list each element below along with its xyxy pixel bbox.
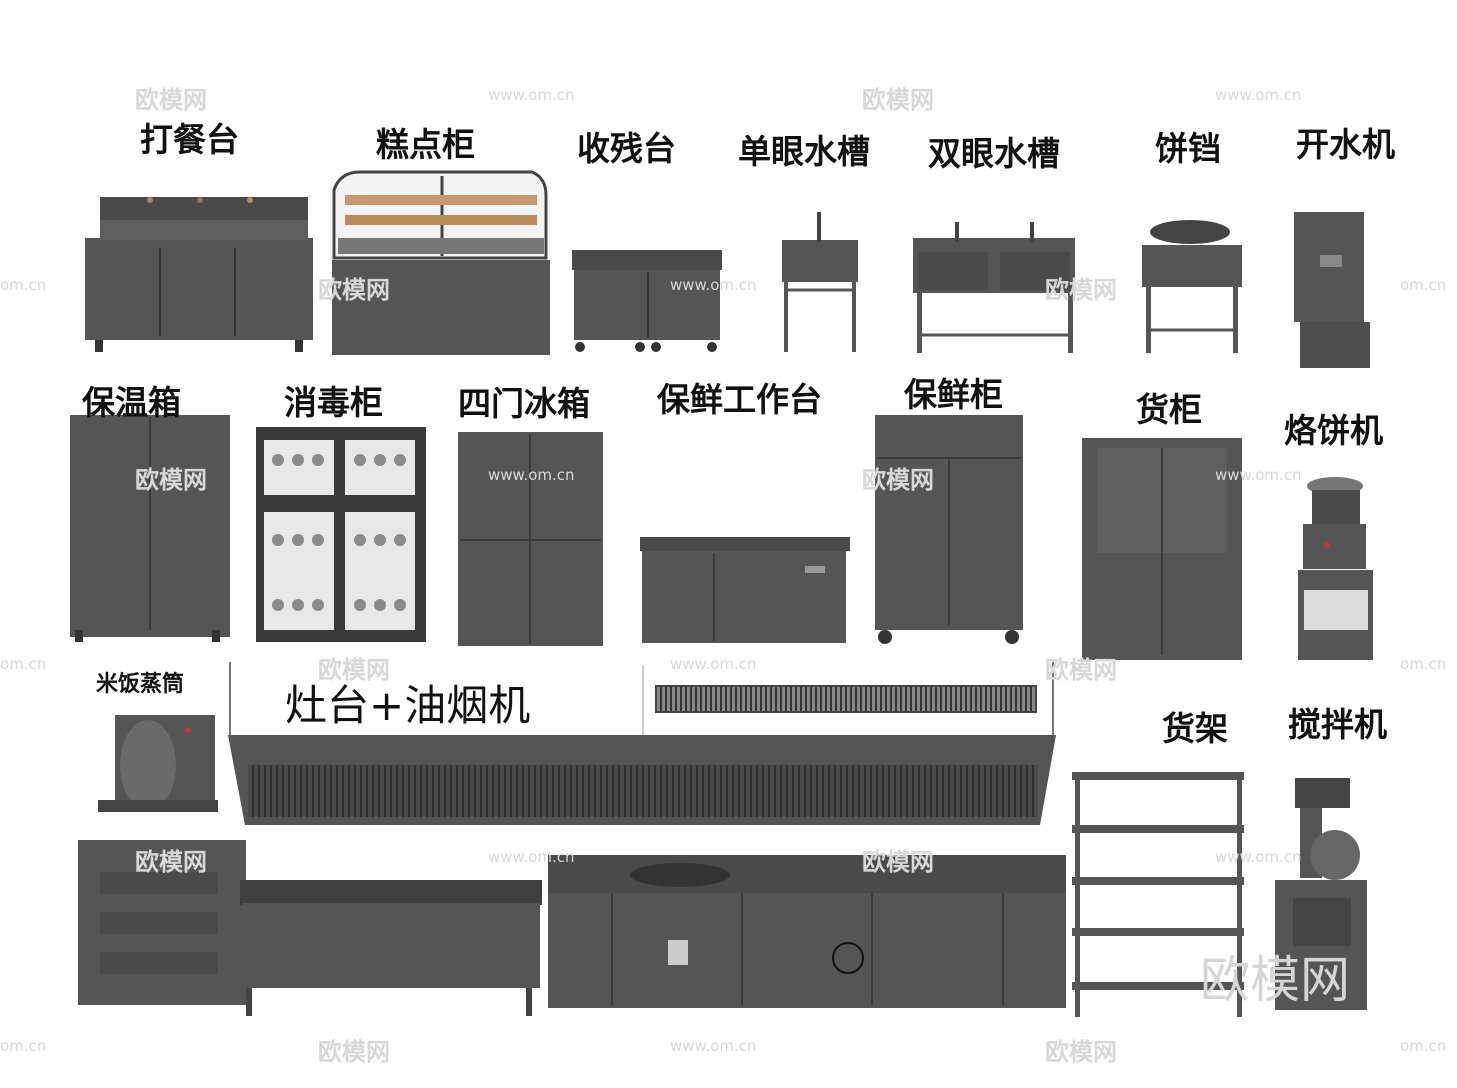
label-warming-cabinet: 保温箱 xyxy=(82,383,181,422)
pastry-cabinet-illustration xyxy=(332,170,550,355)
watermark-url: www.om.cn xyxy=(670,276,757,294)
watermark-url-short: om.cn xyxy=(0,655,47,673)
watermark-brand: 欧模网 xyxy=(1045,276,1117,304)
label-pancake-machine: 烙饼机 xyxy=(1284,411,1383,450)
watermark-brand: 欧模网 xyxy=(318,1038,390,1066)
watermark-url-short: om.cn xyxy=(1400,276,1447,294)
watermark-brand: 欧模网 xyxy=(1045,1038,1117,1066)
label-double-sink: 双眼水槽 xyxy=(928,134,1060,173)
watermark-brand: 欧模网 xyxy=(1045,656,1117,684)
watermark-url-short: om.cn xyxy=(0,276,47,294)
watermark-url: www.om.cn xyxy=(488,848,575,866)
label-pastry-cabinet: 糕点柜 xyxy=(376,125,475,164)
label-pancake-pan: 饼铛 xyxy=(1155,129,1221,168)
rice-steamer-illustration xyxy=(98,715,218,812)
label-rice-steamer: 米饭蒸筒 xyxy=(96,672,185,697)
single-sink-illustration xyxy=(782,212,858,352)
water-boiler-illustration xyxy=(1294,212,1370,368)
label-serving-counter: 打餐台 xyxy=(140,120,239,159)
pancake-pan-illustration xyxy=(1142,220,1242,353)
double-sink-illustration xyxy=(913,222,1075,353)
serving-counter-illustration xyxy=(85,197,313,352)
range-hood-illustration xyxy=(228,662,1056,825)
watermark-url-short: om.cn xyxy=(0,1037,47,1055)
goods-cabinet-illustration xyxy=(1082,438,1242,660)
watermark-brand: 欧模网 xyxy=(135,466,207,494)
four-door-fridge-illustration xyxy=(458,432,603,646)
label-fresh-cabinet: 保鲜柜 xyxy=(904,375,1003,414)
label-goods-cabinet: 货柜 xyxy=(1136,390,1202,429)
watermark-url: www.om.cn xyxy=(1215,466,1302,484)
pancake-machine-illustration xyxy=(1298,477,1373,660)
watermark-brand: 欧模网 xyxy=(862,848,934,876)
watermark-url: www.om.cn xyxy=(1215,86,1302,104)
dish-return-table-illustration xyxy=(572,250,722,352)
watermark-brand: 欧模网 xyxy=(862,86,934,114)
watermark-url-short: om.cn xyxy=(1400,655,1447,673)
watermark-brand: 欧模网 xyxy=(135,86,207,114)
warming-cabinet-illustration xyxy=(70,415,230,642)
watermark-brand: 欧模网 xyxy=(862,466,934,494)
label-dish-return-table: 收残台 xyxy=(577,129,676,168)
disinfection-cabinet-illustration xyxy=(256,427,426,642)
watermark-big: 欧模网 xyxy=(1200,951,1350,1009)
label-stove-hood: 灶台+油烟机 xyxy=(285,681,531,730)
watermark-url: www.om.cn xyxy=(488,466,575,484)
chilled-worktable-illustration xyxy=(640,537,850,643)
mixer-illustration xyxy=(1275,778,1367,1010)
watermark-brand: 欧模网 xyxy=(318,276,390,304)
watermark-url: www.om.cn xyxy=(670,655,757,673)
label-chilled-worktable: 保鲜工作台 xyxy=(657,380,822,419)
label-shelf-rack: 货架 xyxy=(1162,709,1228,748)
watermark-brand: 欧模网 xyxy=(135,848,207,876)
label-mixer: 搅拌机 xyxy=(1288,705,1387,744)
watermark-url-short: om.cn xyxy=(1400,1037,1447,1055)
label-disinfection-cabinet: 消毒柜 xyxy=(284,383,383,422)
stove-line-illustration xyxy=(548,855,1066,1008)
label-four-door-fridge: 四门冰箱 xyxy=(458,384,590,423)
label-single-sink: 单眼水槽 xyxy=(738,132,870,171)
watermark-url: www.om.cn xyxy=(1215,848,1302,866)
watermark-brand: 欧模网 xyxy=(318,656,390,684)
soup-stove-illustration xyxy=(240,880,542,1016)
shelf-rack-illustration xyxy=(1072,772,1244,1017)
watermark-url: www.om.cn xyxy=(488,86,575,104)
label-water-boiler: 开水机 xyxy=(1296,125,1395,164)
watermark-url: www.om.cn xyxy=(670,1037,757,1055)
oven-illustration xyxy=(78,840,246,1005)
fresh-cabinet-illustration xyxy=(875,415,1023,644)
